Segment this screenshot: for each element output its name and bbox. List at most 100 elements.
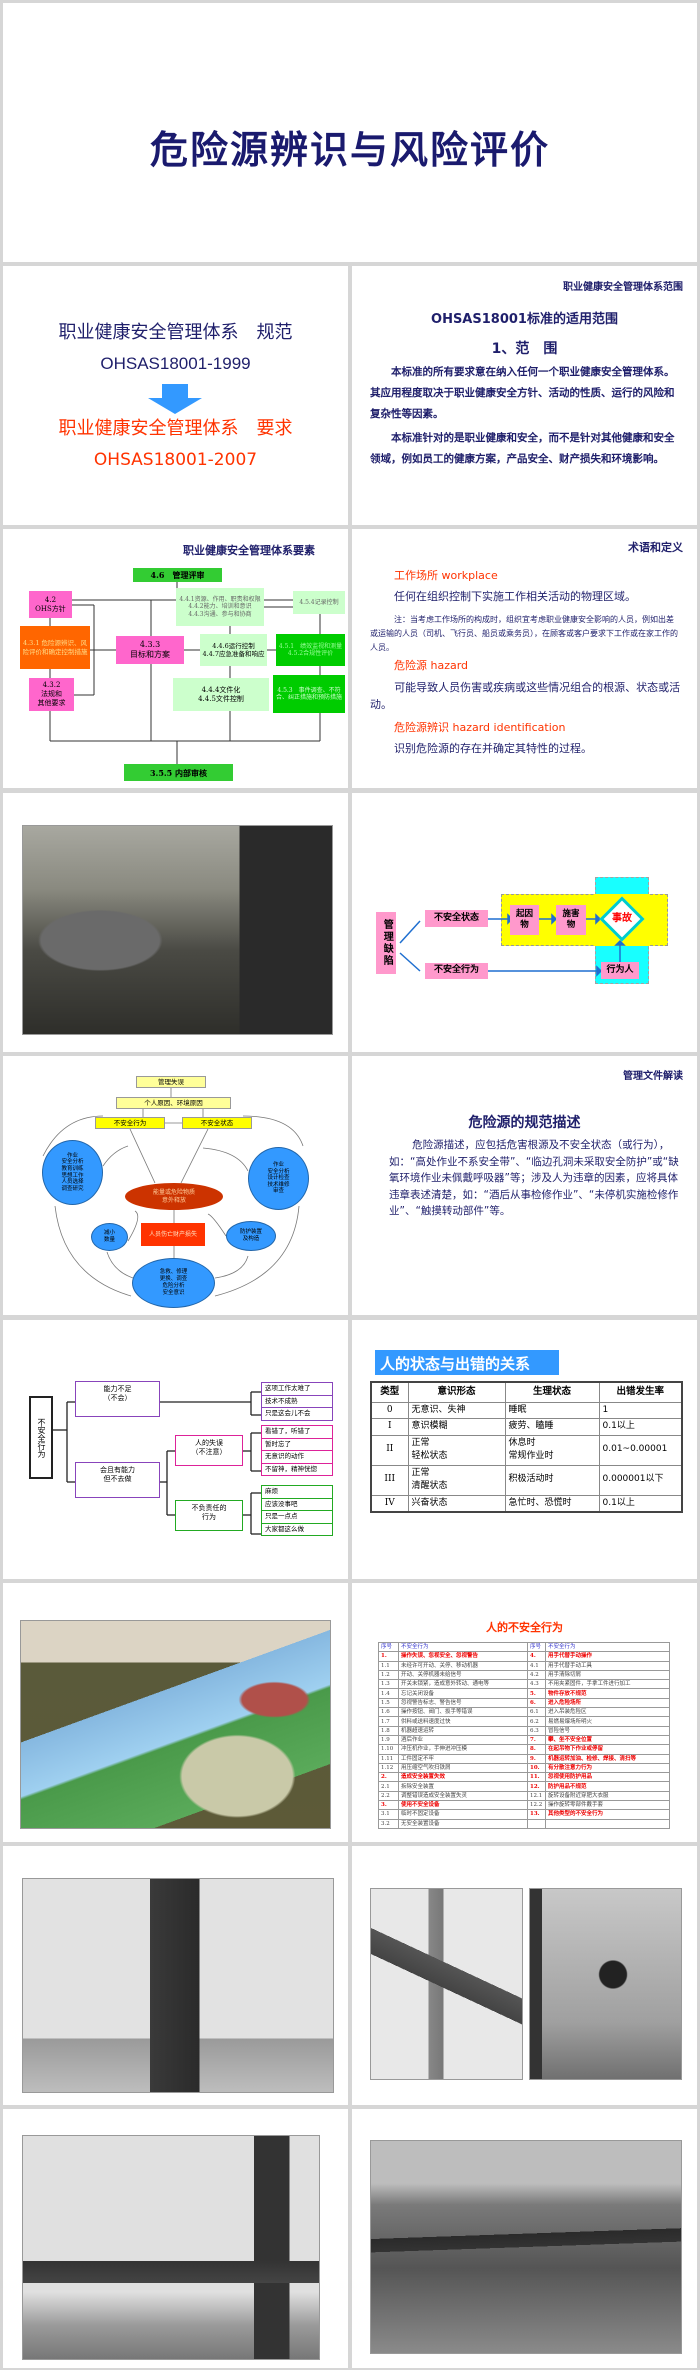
box-hazard-identification: 4.3.1 危险源辨识、风险评价和确定控制措施 bbox=[20, 626, 90, 669]
act-number: 3. bbox=[378, 1800, 399, 1811]
box-unsafe-act: 不安全行为 bbox=[95, 1117, 165, 1129]
act-description: 操作按钮、阀门、扳手等错误 bbox=[398, 1707, 528, 1718]
act-description: 物件存放不规范 bbox=[545, 1688, 670, 1699]
definition-hazard: 可能导致人员伤害或疾病或这些情况组合的根源、状态或活动。 bbox=[370, 681, 681, 711]
table-cell: 疲劳、瞌睡 bbox=[504, 1418, 600, 1436]
act-description: 使用不安全设备 bbox=[398, 1800, 528, 1811]
act-number: 2.1 bbox=[378, 1781, 399, 1792]
slide-standard[interactable]: 职业健康安全管理体系 规范 OHSAS18001-1999 职业健康安全管理体系… bbox=[3, 266, 348, 525]
box-personal-environment-causes: 个人原因、环境原因 bbox=[116, 1097, 231, 1109]
act-number: 1.4 bbox=[378, 1688, 399, 1699]
slide-system-elements[interactable]: 职业健康安全管理体系要素 4.6 管理评审 4.2 OHS方针 4.3.1 危险… bbox=[3, 529, 348, 788]
tree-lines bbox=[53, 1391, 261, 1535]
slide-lunch-atop-skyscraper[interactable] bbox=[352, 2109, 697, 2368]
box-incident-investigation: 4.5.3 事件调查、不符合、纠正措施和预防措施 bbox=[273, 675, 345, 713]
slide-terms[interactable]: 术语和定义 工作场所 workplace 任何在组织控制下实施工作相关活动的物理… bbox=[352, 529, 697, 788]
column-header: 生理状态 bbox=[504, 1381, 600, 1403]
scope-subtitle: 1、范 围 bbox=[491, 341, 558, 357]
act-description: 机器超速运转 bbox=[398, 1725, 528, 1736]
tree-leaf: 暂时忘了 bbox=[261, 1437, 333, 1451]
scope-paragraph: 本标准的所有要求意在纳入任何一个职业健康安全管理体系。其应用程度取决于职业健康安… bbox=[370, 366, 675, 420]
act-description: 用压缩空气吹扫铁屑 bbox=[398, 1762, 528, 1774]
puzzle-illusion-painting bbox=[20, 1620, 331, 1829]
slide-accident-chain[interactable]: 管理缺陷 不安全状态 不安全行为 起因物 施害物 事故 行为人 bbox=[352, 793, 697, 1052]
column-header: 意识形态 bbox=[407, 1381, 506, 1403]
ironworkers-riveting-photo bbox=[22, 1878, 334, 2093]
column-header: 序号 bbox=[527, 1641, 546, 1653]
slide-beam-climbers-photos[interactable] bbox=[352, 1846, 697, 2105]
box-operation-control: 4.4.6运行控制 4.4.7应急准备和响应 bbox=[200, 634, 267, 666]
standard-old-name: 职业健康安全管理体系 规范 bbox=[58, 322, 293, 343]
act-number: 12.2 bbox=[527, 1800, 546, 1811]
box-unsafe-act: 不安全行为 bbox=[425, 963, 488, 979]
tree-node-lack-ability: 能力不足 （不会） bbox=[75, 1381, 160, 1417]
act-description: 其他类型的不安全行为 bbox=[545, 1809, 670, 1820]
slide-unsafe-acts-table[interactable]: 人的不安全行为 序号 不安全行为 序号 不安全行为 1.操作失误、忽视安全、忽视… bbox=[352, 1583, 697, 1842]
act-description: 临时不固定设备 bbox=[398, 1809, 528, 1820]
box-monitoring: 4.5.1 绩效监视和测量 4.5.2合规性评价 bbox=[276, 634, 345, 666]
act-number: 1. bbox=[378, 1651, 399, 1662]
tree-leaf: 麻烦 bbox=[261, 1485, 333, 1499]
act-number: 1.6 bbox=[378, 1707, 399, 1718]
chain-arrows bbox=[399, 913, 626, 977]
act-description: 旋转设备附近穿肥大衣服 bbox=[545, 1790, 670, 1802]
tree-leaf: 看错了，听错了 bbox=[261, 1425, 333, 1439]
slide-scope[interactable]: 职业健康安全管理体系范围 OHSAS18001标准的适用范围 1、范 围 本标准… bbox=[352, 266, 697, 525]
slide-beam-workers-photo[interactable] bbox=[3, 2109, 348, 2368]
act-number: 1.8 bbox=[378, 1725, 399, 1736]
table-cell: 0.01~0.00001 bbox=[598, 1434, 683, 1466]
slide-ironworkers-photo[interactable] bbox=[3, 1846, 348, 2105]
act-number: 12.1 bbox=[527, 1790, 546, 1802]
act-description: 开关未锁紧，造成意外转动、通电等 bbox=[398, 1679, 528, 1690]
worker-on-crane-hook-photo bbox=[529, 1888, 682, 2080]
act-description: 拆除安全装置 bbox=[398, 1781, 528, 1792]
slide-energy-model[interactable]: 管理失误 个人原因、环境原因 不安全行为 不安全状态 作业 安全分析 教育训练 … bbox=[3, 1056, 348, 1315]
slide-unsafe-act-tree[interactable]: 不安全行为 能力不足 （不会） 会且有能力 但不去做 人的失误 （不注意） 不负… bbox=[3, 1320, 348, 1579]
circle-protective-device: 防护装置 及构造 bbox=[226, 1221, 276, 1251]
column-header: 序号 bbox=[378, 1641, 399, 1653]
act-number: 6.3 bbox=[527, 1725, 546, 1736]
slide-header: 职业健康安全管理体系要素 bbox=[183, 544, 315, 557]
box-documentation: 4.4.4文件化 4.4.5文件控制 bbox=[173, 678, 269, 711]
table-cell: 睡眠 bbox=[504, 1401, 600, 1419]
tree-node-able-but-not: 会且有能力 但不去做 bbox=[75, 1462, 160, 1498]
unsafe-acts-title: 人的不安全行为 bbox=[486, 1621, 563, 1634]
slide-factory-photo[interactable] bbox=[3, 793, 348, 1052]
act-number: 9. bbox=[527, 1753, 546, 1764]
act-description: 无安全装置设备 bbox=[398, 1818, 528, 1829]
table-header-row: 序号 不安全行为 序号 不安全行为 bbox=[378, 1641, 670, 1653]
leaves-irresponsible: 麻烦 应该没事吧 只是一点点 大家都这么做 bbox=[261, 1485, 333, 1536]
table-cell: 急忙时、恐慌时 bbox=[504, 1494, 600, 1513]
table-cell: 0.1以上 bbox=[598, 1494, 683, 1513]
slide-header: 术语和定义 bbox=[628, 541, 683, 554]
slide-puzzle-art[interactable] bbox=[3, 1583, 348, 1842]
act-number: 4.3 bbox=[527, 1679, 546, 1690]
act-number: 3.1 bbox=[378, 1809, 399, 1820]
act-number: 6.2 bbox=[527, 1716, 546, 1727]
act-description: 防护用品不规范 bbox=[545, 1781, 670, 1792]
act-description: 进入吊装危险区 bbox=[545, 1707, 670, 1718]
table-cell: 0.1以上 bbox=[598, 1418, 683, 1436]
definition-workplace: 任何在组织控制下实施工作相关活动的物理区域。 bbox=[394, 590, 636, 603]
act-number: 5. bbox=[527, 1688, 546, 1699]
act-description: 攀、坐不安全位置 bbox=[545, 1734, 670, 1746]
act-description: 未经许可开动、关停、移动机器 bbox=[398, 1660, 528, 1671]
slide-title[interactable]: 危险源辨识与风险评价 bbox=[3, 3, 697, 262]
act-description: 易燃易爆场所明火 bbox=[545, 1716, 670, 1727]
slide-hazard-description[interactable]: 管理文件解读 危险源的规范描述 危险源描述，应包括危害根源及不安全状态（或行为）… bbox=[352, 1056, 697, 1315]
act-number: 1.9 bbox=[378, 1734, 399, 1746]
